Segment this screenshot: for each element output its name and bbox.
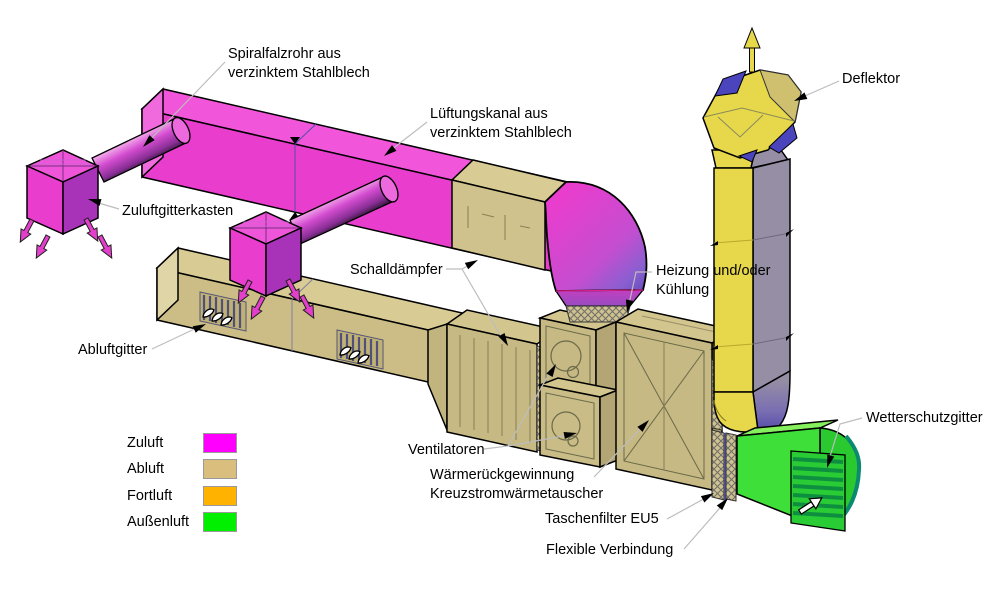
- label-spiralfalzrohr: Spiralfalzrohr aus verzinktem Stahlblech: [228, 45, 370, 83]
- leader-schalldaempfer-2: [461, 268, 506, 344]
- legend-label-abluft: Abluft: [127, 461, 165, 477]
- zuluft-elbow: [544, 181, 648, 323]
- legend-swatch-abluft: [203, 459, 237, 479]
- label-taschenfilter: Taschenfilter EU5: [545, 511, 659, 527]
- weather-grille: [790, 450, 846, 532]
- label-ventilatoren: Ventilatoren: [408, 442, 485, 458]
- label-deflektor: Deflektor: [842, 71, 901, 87]
- silencer-upper: [450, 159, 568, 271]
- label-waermerueckgewinnung: Wärmerückgewinnung Kreuzstromwärmetausch…: [430, 466, 603, 504]
- spiral-pipe-1: [91, 116, 191, 183]
- silencer-lower: [427, 309, 559, 453]
- leader-heizung: [627, 271, 652, 310]
- spiral-pipe-2: [289, 175, 399, 245]
- intake-air-arrow: [797, 497, 823, 515]
- label-flexible-verbindung: Flexible Verbindung: [546, 542, 674, 558]
- leader-flexible-verbindung: [683, 500, 727, 550]
- label-schalldaempfer: Schalldämpfer: [350, 262, 443, 278]
- flex-connection-intake: [724, 432, 737, 502]
- label-heizung-line2: Kühlung: [656, 282, 710, 298]
- label-lueftungskanal: Lüftungskanal aus verzinktem Stahlblech: [430, 105, 572, 143]
- leader-wetterschutzgitter: [827, 417, 863, 464]
- label-lueftungskanal-line1: Lüftungskanal aus: [430, 106, 548, 122]
- leader-spiralfalzrohr: [146, 61, 226, 144]
- label-abluftgitter: Abluftgitter: [78, 342, 148, 358]
- legend-swatch-fortluft: [203, 486, 237, 506]
- legend-label-aussenluft: Außenluft: [127, 514, 190, 530]
- label-heizung-line1: Heizung und/oder: [656, 263, 771, 279]
- label-zuluftgitterkasten: Zuluftgitterkasten: [122, 203, 234, 219]
- fan-box-2: [537, 377, 621, 469]
- legend-label-fortluft: Fortluft: [127, 488, 173, 504]
- label-spiralfalzrohr-line1: Spiralfalzrohr aus: [228, 46, 341, 62]
- leader-ventilatoren-2: [507, 433, 575, 447]
- leader-waermerueckgewinnung: [593, 422, 647, 478]
- aussenluft-duct: [736, 419, 862, 532]
- abluft-grille-2: [336, 329, 384, 370]
- legend-swatch-aussenluft: [203, 512, 237, 532]
- legend-label-zuluft: Zuluft: [127, 435, 164, 451]
- legend-swatch-zuluft: [203, 433, 237, 453]
- label-waerme-line1: Wärmerückgewinnung: [430, 467, 575, 483]
- abluft-grille-1: [199, 291, 247, 332]
- label-wetterschutzgitter: Wetterschutzgitter: [866, 410, 983, 426]
- label-spiralfalzrohr-line2: verzinktem Stahlblech: [228, 65, 370, 81]
- label-lueftungskanal-line2: verzinktem Stahlblech: [430, 125, 572, 141]
- deflektor-head: [702, 26, 802, 163]
- label-waerme-line2: Kreuzstromwärmetauscher: [430, 486, 604, 502]
- exhaust-air-arrow: [743, 26, 761, 73]
- label-heizung-kuehlung: Heizung und/oder Kühlung: [656, 262, 770, 300]
